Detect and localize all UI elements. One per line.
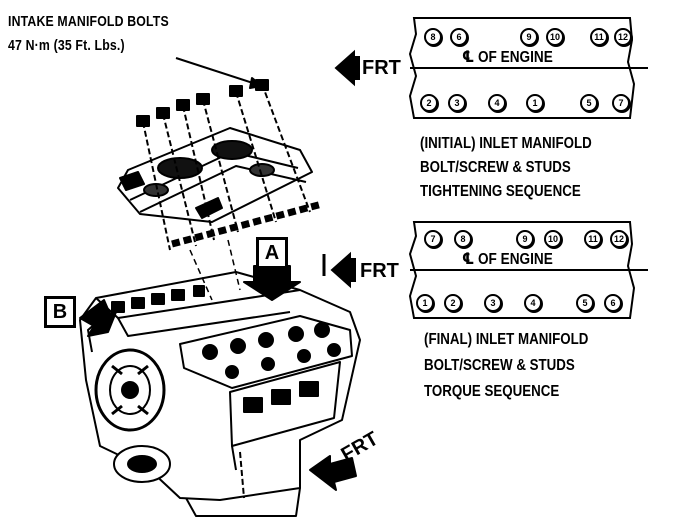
callout-torque: 47 N·m (35 Ft. Lbs.)	[8, 37, 125, 54]
initial-bottom-bolt-5: 5	[580, 94, 598, 112]
final-frt-label: FRT	[360, 260, 399, 282]
final-bottom-bolt-3: 3	[484, 294, 502, 312]
final-caption-line-1: (FINAL) INLET MANIFOLD	[424, 331, 589, 348]
final-bottom-bolt-4: 4	[524, 294, 542, 312]
final-bottom-bolt-2: 2	[444, 294, 462, 312]
initial-caption-line-3: TIGHTENING SEQUENCE	[420, 183, 581, 200]
initial-top-bolt-12: 12	[614, 28, 632, 46]
initial-top-bolt-9: 9	[520, 28, 538, 46]
final-frt-arrow	[330, 251, 351, 289]
initial-bottom-bolt-7: 7	[612, 94, 630, 112]
callout-title: INTAKE MANIFOLD BOLTS	[8, 13, 169, 30]
engine-block	[79, 271, 361, 517]
initial-bottom-bolt-2: 2	[420, 94, 438, 112]
final-top-bolt-8: 8	[454, 230, 472, 248]
manifold-bolts	[136, 79, 311, 251]
initial-caption-line-1: (INITIAL) INLET MANIFOLD	[420, 135, 592, 152]
final-caption-line-2: BOLT/SCREW & STUDS	[424, 357, 575, 374]
intake-manifold	[117, 127, 313, 223]
initial-centerline-label: ℄ OF ENGINE	[462, 49, 553, 66]
engine-frt-arrow	[309, 455, 357, 491]
label-a-box: A	[256, 237, 288, 269]
arrow-b	[79, 299, 117, 337]
final-top-bolt-7: 7	[424, 230, 442, 248]
callout-leader	[175, 57, 263, 87]
final-top-bolt-12: 12	[610, 230, 628, 248]
initial-bottom-bolt-1: 1	[526, 94, 544, 112]
final-bottom-bolt-5: 5	[576, 294, 594, 312]
final-bottom-bolt-1: 1	[416, 294, 434, 312]
initial-top-bolt-11: 11	[590, 28, 608, 46]
initial-caption-line-2: BOLT/SCREW & STUDS	[420, 159, 571, 176]
final-top-bolt-10: 10	[544, 230, 562, 248]
initial-frt-label: FRT	[362, 57, 401, 79]
initial-top-bolt-8: 8	[424, 28, 442, 46]
arrow-a	[243, 265, 301, 301]
manifold-gasket	[171, 200, 323, 248]
final-manifold-outline	[408, 221, 636, 319]
alignment-lines	[189, 239, 241, 301]
label-b-box: B	[44, 296, 76, 328]
final-top-bolt-9: 9	[516, 230, 534, 248]
initial-top-bolt-10: 10	[546, 28, 564, 46]
final-centerline-label: ℄ OF ENGINE	[462, 251, 553, 268]
final-top-bolt-11: 11	[584, 230, 602, 248]
final-bottom-bolt-6: 6	[604, 294, 622, 312]
initial-top-bolt-6: 6	[450, 28, 468, 46]
initial-bottom-bolt-3: 3	[448, 94, 466, 112]
final-caption-line-3: TORQUE SEQUENCE	[424, 383, 560, 400]
initial-bottom-bolt-4: 4	[488, 94, 506, 112]
